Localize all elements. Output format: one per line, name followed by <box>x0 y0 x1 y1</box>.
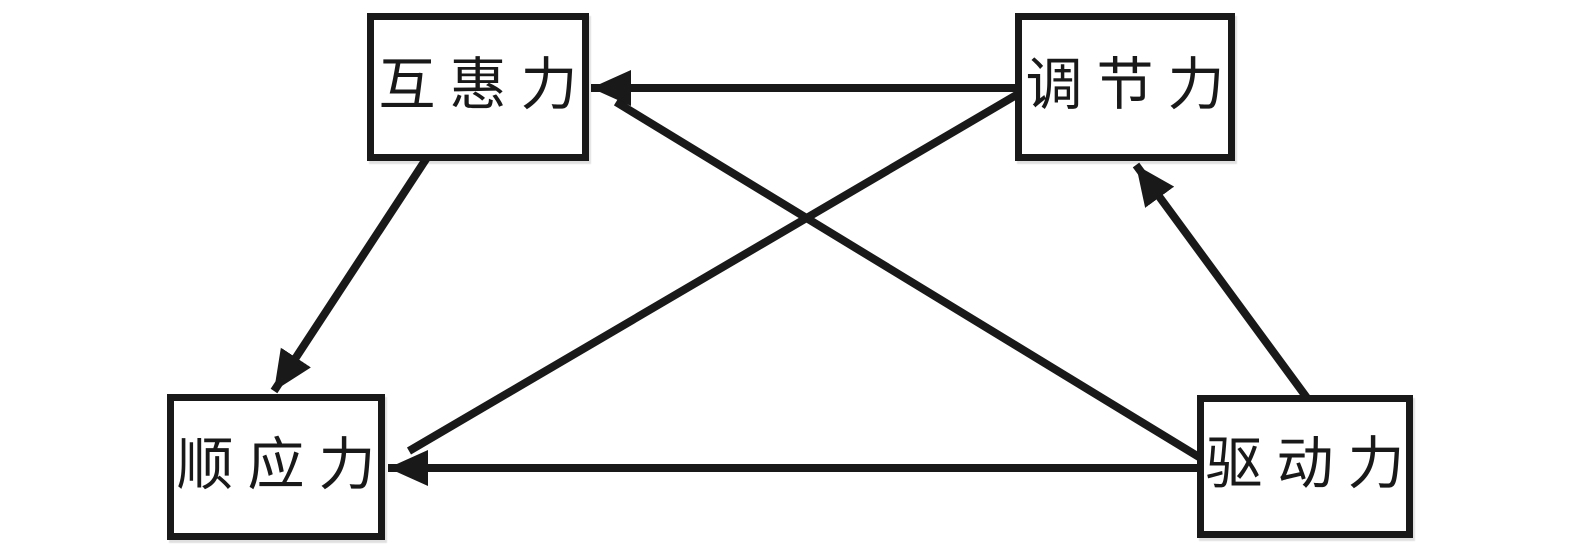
node-driving-label: 驱动力 <box>1205 431 1419 497</box>
node-driving: 驱动力 <box>1197 395 1413 538</box>
edge-reciprocity-to-compliance-line <box>270 147 436 394</box>
node-compliance-label: 顺应力 <box>176 431 390 498</box>
edge-driving-to-reciprocity-line <box>613 98 1243 486</box>
edge-regulation-to-compliance-line <box>406 42 1103 455</box>
node-compliance: 顺应力 <box>167 394 385 540</box>
node-regulation: 调节力 <box>1015 13 1235 161</box>
edge-driving-to-regulation-line <box>1132 162 1314 405</box>
node-reciprocity-label: 互惠力 <box>378 51 592 118</box>
node-regulation-label: 调节力 <box>1025 51 1239 118</box>
node-reciprocity: 互惠力 <box>367 13 589 161</box>
